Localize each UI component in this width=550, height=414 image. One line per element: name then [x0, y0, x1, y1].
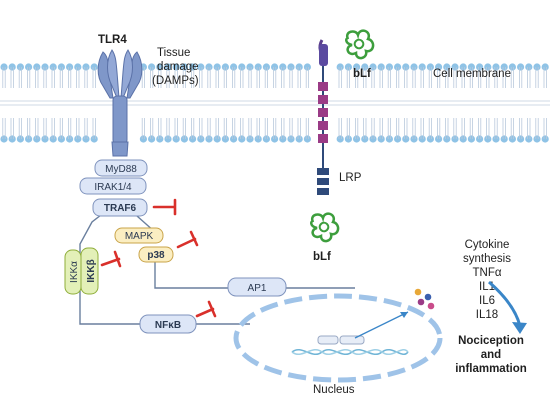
tlr4-receptor [97, 49, 143, 157]
ap1-box [227, 277, 287, 297]
nucleus [233, 293, 443, 383]
ikkb-label: IKKβ [86, 259, 97, 282]
mapk-label: MAPK [125, 231, 154, 242]
tissue-damage-label-1: Tissue [157, 47, 190, 59]
blf-bottom-icon [310, 212, 340, 243]
cytokine-line-3: TNFα [472, 267, 501, 279]
mapk-box [114, 227, 164, 244]
blf-top-label: bLf [353, 68, 371, 80]
blf-bottom-label: bLf [313, 251, 331, 263]
cell-membrane [0, 62, 550, 143]
p38-box [138, 246, 174, 263]
inhibitor-nfkb [195, 300, 217, 318]
cytokine-line-5: IL6 [479, 295, 495, 307]
lrp-receptor [317, 39, 329, 195]
inhibitor-traf6 [152, 198, 177, 216]
ikkb-box [80, 247, 99, 295]
p38-label: p38 [147, 250, 165, 261]
ap1-label: AP1 [248, 283, 267, 294]
cytokine-line-2: synthesis [463, 253, 511, 265]
myd88-label: MyD88 [105, 164, 137, 175]
lrp-label: LRP [339, 172, 362, 184]
irak-box [79, 177, 147, 195]
blf-top-icon [345, 29, 375, 60]
outcome-line-2: and [481, 349, 501, 361]
irak-label: IRAK1/4 [94, 182, 132, 193]
nfkb-label: NFκB [155, 320, 181, 331]
nucleus-label: Nucleus [313, 384, 355, 396]
tlr4-label: TLR4 [98, 34, 127, 46]
tissue-damage-label-3: (DAMPs) [152, 75, 199, 87]
traf6-box [92, 198, 148, 217]
ikka-label: IKKα [69, 261, 80, 283]
inhibitor-p38 [176, 230, 199, 249]
cytokine-molecules-icon [414, 288, 435, 310]
inhibitor-ikk [100, 250, 122, 268]
membrane-inner-leaflet [0, 118, 549, 143]
traf6-label: TRAF6 [104, 203, 137, 214]
outcome-arrow [488, 280, 527, 334]
cytokine-line-6: IL18 [476, 309, 498, 321]
cell-membrane-label: Cell membrane [433, 68, 511, 80]
outcome-line-3: inflammation [455, 363, 527, 375]
myd88-box [94, 159, 148, 177]
cytokine-line-1: Cytokine [465, 239, 510, 251]
outcome-line-1: Nociception [458, 335, 524, 347]
tissue-damage-label-2: damage [157, 61, 199, 73]
membrane-outer-leaflet [0, 63, 549, 88]
nfkb-box [139, 314, 197, 334]
